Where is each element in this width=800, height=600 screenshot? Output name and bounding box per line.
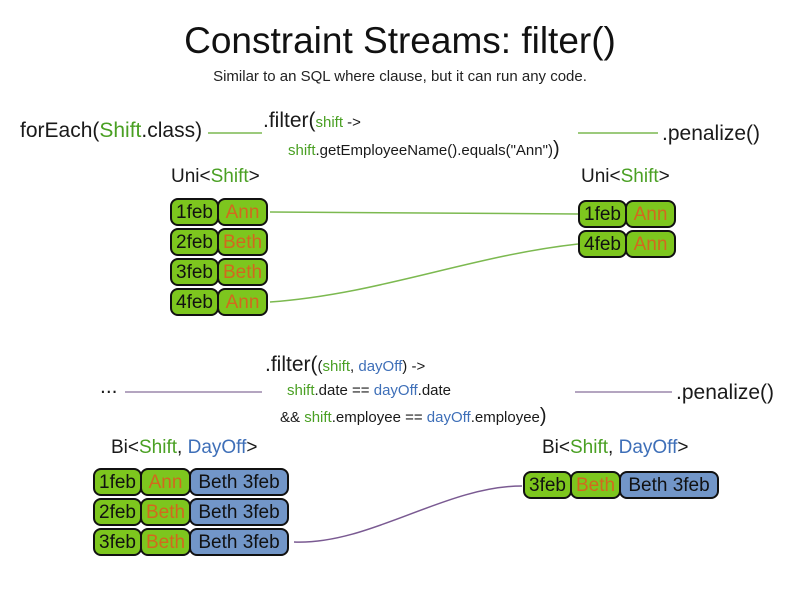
filter2-param2: dayOff bbox=[358, 358, 403, 375]
shift-date-cell: 2feb bbox=[93, 498, 142, 526]
filter2-body1-op: .date == bbox=[314, 382, 374, 399]
connector-shift-1feb-match bbox=[269, 211, 579, 215]
uni-left-pre: Uni< bbox=[171, 166, 211, 187]
shift-date-cell: 3feb bbox=[93, 528, 142, 556]
filter2-code-line2: shift.date == dayOff.date bbox=[287, 382, 451, 400]
ellipsis-source: ... bbox=[100, 375, 118, 398]
shift-name-cell: Beth bbox=[140, 498, 191, 526]
dayoff-pair-cell: Beth 3feb bbox=[189, 498, 289, 526]
connector-bi-3feb-match bbox=[293, 485, 523, 543]
bi-right-post: > bbox=[677, 437, 689, 458]
bi-right-type2: DayOff bbox=[618, 437, 678, 458]
filter2-params-close: ) -> bbox=[402, 358, 426, 375]
shift-name-cell: Beth bbox=[570, 471, 621, 499]
connector-shift-4feb-match bbox=[269, 243, 579, 303]
foreach-post: .class) bbox=[141, 119, 203, 142]
shift-name-cell: Beth bbox=[217, 258, 268, 286]
dayoff-pair-cell: Beth 3feb bbox=[189, 528, 289, 556]
filter2-body2-op: .employee == bbox=[331, 409, 427, 426]
uni-right-type: Shift bbox=[620, 166, 659, 187]
bi-right-type1: Shift bbox=[570, 437, 609, 458]
filter2-body2-end: .employee bbox=[470, 409, 540, 426]
foreach-pre: forEach( bbox=[20, 119, 100, 142]
filter2-code-line1: .filter((shift, dayOff) -> bbox=[265, 353, 425, 377]
bi-right-comma: , bbox=[608, 437, 619, 458]
filter1-param: shift bbox=[315, 114, 344, 131]
filter1-arrow: -> bbox=[343, 114, 361, 131]
bi-left-type2: DayOff bbox=[187, 437, 247, 458]
shift-name-cell: Ann bbox=[625, 200, 676, 228]
uni-right-post: > bbox=[658, 166, 670, 187]
filter1-close-paren: ) bbox=[552, 138, 560, 160]
shift-date-cell: 3feb bbox=[170, 258, 219, 286]
foreach-code: forEach(Shift.class) bbox=[20, 119, 202, 143]
bi-left-type1: Shift bbox=[139, 437, 178, 458]
filter2-body2-param: shift bbox=[304, 409, 332, 426]
shift-name-cell: Ann bbox=[217, 288, 268, 316]
filter2-body2-and: && bbox=[280, 409, 305, 426]
filter2-body2-param2: dayOff bbox=[426, 409, 471, 426]
bi-left-pre: Bi< bbox=[111, 437, 139, 458]
filter2-body1-param: shift bbox=[287, 382, 315, 399]
shift-date-cell: 4feb bbox=[578, 230, 627, 258]
bi-label-right: Bi<Shift, DayOff> bbox=[542, 437, 688, 459]
foreach-type: Shift bbox=[99, 119, 142, 142]
bi-left-comma: , bbox=[177, 437, 188, 458]
filter1-code-line2: shift.getEmployeeName().equals("Ann")) bbox=[288, 138, 560, 161]
dayoff-pair-cell: Beth 3feb bbox=[189, 468, 289, 496]
shift-name-cell: Beth bbox=[140, 528, 191, 556]
bi-label-left: Bi<Shift, DayOff> bbox=[111, 437, 257, 459]
uni-left-post: > bbox=[248, 166, 260, 187]
shift-date-cell: 3feb bbox=[523, 471, 572, 499]
shift-name-cell: Ann bbox=[140, 468, 191, 496]
shift-date-cell: 2feb bbox=[170, 228, 219, 256]
bi-left-post: > bbox=[246, 437, 258, 458]
shift-date-cell: 1feb bbox=[93, 468, 142, 496]
filter1-body-param: shift bbox=[288, 142, 316, 159]
uni-shift-label-right: Uni<Shift> bbox=[581, 166, 670, 188]
shift-name-cell: Beth bbox=[217, 228, 268, 256]
filter2-body1-param2: dayOff bbox=[373, 382, 418, 399]
filter2-params-comma: , bbox=[350, 358, 359, 375]
page-title: Constraint Streams: filter() bbox=[184, 20, 616, 61]
shift-date-cell: 1feb bbox=[578, 200, 627, 228]
shift-date-cell: 4feb bbox=[170, 288, 219, 316]
filter2-param1: shift bbox=[322, 358, 351, 375]
filter1-method: .filter( bbox=[263, 109, 316, 132]
bi-right-pre: Bi< bbox=[542, 437, 570, 458]
filter1-body: .getEmployeeName().equals("Ann") bbox=[315, 142, 553, 159]
penalize2-code: .penalize() bbox=[676, 381, 775, 404]
filter2-close-paren: ) bbox=[539, 405, 547, 427]
uni-left-type: Shift bbox=[210, 166, 249, 187]
shift-name-cell: Ann bbox=[217, 198, 268, 226]
filter2-body1-end: .date bbox=[417, 382, 452, 399]
page-subtitle: Similar to an SQL where clause, but it c… bbox=[213, 68, 587, 85]
dayoff-pair-cell: Beth 3feb bbox=[619, 471, 719, 499]
filter2-params-open: ( bbox=[317, 358, 323, 375]
filter1-code-line1: .filter(shift -> bbox=[263, 109, 361, 133]
filter2-code-line3: && shift.employee == dayOff.employee) bbox=[280, 405, 547, 428]
shift-date-cell: 1feb bbox=[170, 198, 219, 226]
shift-name-cell: Ann bbox=[625, 230, 676, 258]
filter2-method: .filter( bbox=[265, 353, 318, 376]
uni-right-pre: Uni< bbox=[581, 166, 621, 187]
uni-shift-label-left: Uni<Shift> bbox=[171, 166, 260, 188]
penalize1-code: .penalize() bbox=[662, 122, 761, 145]
